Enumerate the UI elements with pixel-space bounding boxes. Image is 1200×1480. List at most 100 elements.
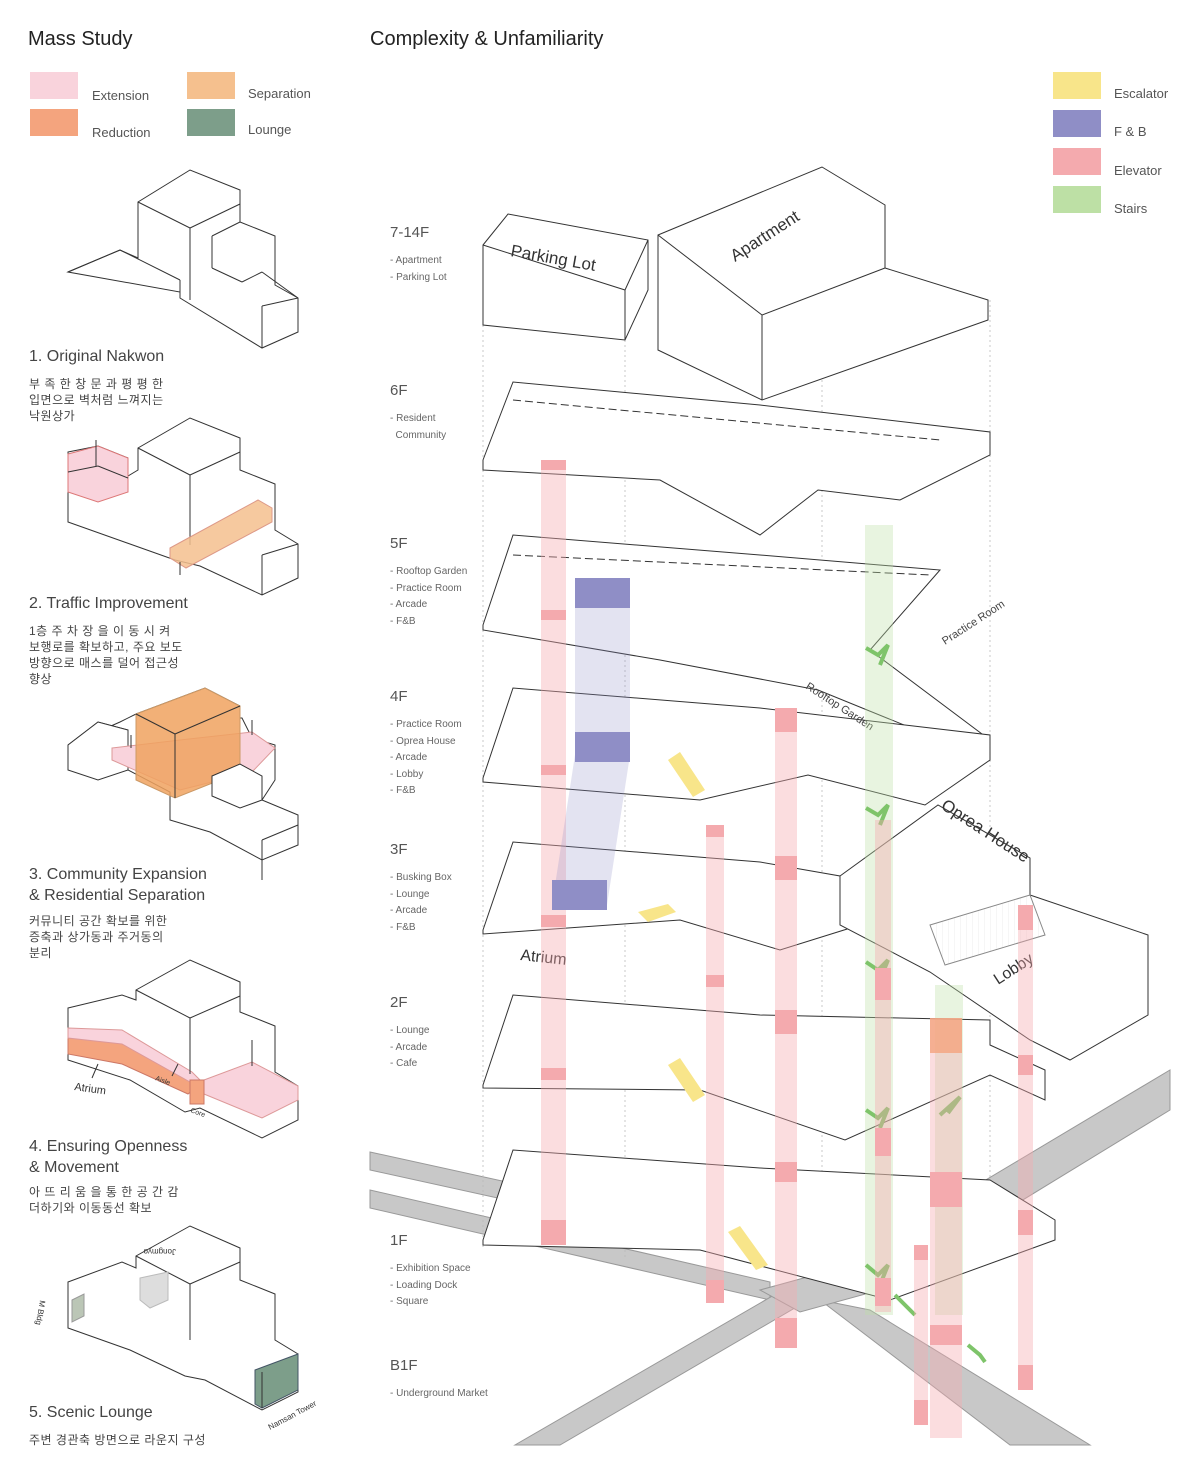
floor-items-7-14f: - Apartment - Parking Lot: [390, 253, 447, 286]
legend-label-fb: F & B: [1114, 124, 1147, 139]
floor-items-5f: - Rooftop Garden - Practice Room - Arcade -…: [390, 564, 467, 630]
step-3-title: 3. Community Expansion & Residential Sep…: [29, 866, 207, 904]
jongmyo-label: Jongmyo: [143, 1247, 176, 1256]
legend-swatch-separation: [187, 72, 235, 99]
floor-item: - Lobby: [390, 768, 424, 780]
elevator-car: [1018, 1365, 1033, 1390]
floor-label-6f: 6F: [390, 382, 408, 399]
step-2-title: 2. Traffic Improvement: [29, 595, 188, 612]
legend-swatch-reduction: [30, 109, 78, 136]
floor-items-3f: - Busking Box- Lounge- Arcade- F&B: [390, 870, 452, 936]
elevator-car: [706, 1280, 724, 1303]
floor-item: - F&B: [390, 615, 416, 627]
floor-item: - Lounge: [390, 1025, 430, 1036]
floor-item: - Practice Room: [390, 719, 462, 730]
mass-diagram-4: [67, 959, 299, 1139]
elevator-car: [1018, 905, 1033, 930]
mass-diagram-5: [67, 1225, 299, 1411]
mass-study-title: Mass Study: [28, 28, 133, 50]
step-3-desc: 커뮤니티 공간 확보를 위한 증축과 상가동과 주거동의 분리: [29, 914, 168, 960]
legend-swatch-extension: [30, 72, 78, 99]
elevator-car: [541, 460, 566, 470]
legend-label-reduction: Reduction: [92, 125, 151, 140]
stairs-icon: [864, 803, 890, 826]
mass-diagrams: Atrium Aisle Core Namsan Tower M Bldg Jo…: [34, 169, 318, 1432]
legend-swatch-elevator: [1053, 148, 1101, 175]
parking-lot-block: [482, 213, 649, 341]
stairs-icon: [893, 1293, 917, 1317]
elevator-car: [930, 1172, 962, 1207]
atrium-label-axo: Atrium: [520, 947, 568, 969]
elevator-car: [775, 1162, 797, 1182]
fb-block: [575, 732, 630, 762]
floor-item: - Oprea House: [390, 735, 456, 747]
stairs-icon: [864, 1263, 890, 1286]
floor-label-7-14f: 7-14F: [390, 224, 430, 241]
fb-shaft: [552, 578, 630, 910]
floor-item: - Rooftop Garden: [390, 566, 468, 577]
floor-items-1f: - Exhibition Space - Loading Dock - Square: [390, 1261, 471, 1311]
floor-item: - Loading Dock: [390, 1279, 458, 1291]
floor-item: - Arcade: [390, 599, 428, 610]
elevator-car: [706, 825, 724, 837]
elevator-car: [775, 1318, 797, 1348]
elevator-car: [930, 1325, 962, 1345]
elevator-car: [541, 765, 566, 775]
step-2-desc: 1층 주 차 장 을 이 동 시 켜 보행로를 확보하고, 주요 보도 방향으로…: [29, 624, 183, 686]
mass-diagram-1: [66, 169, 299, 349]
legend-label-extension: Extension: [92, 88, 150, 103]
floor-label-5f: 5F: [390, 535, 408, 552]
elevator-car: [775, 708, 797, 732]
apartment-block: [657, 166, 989, 401]
elevator-car: [1018, 1055, 1033, 1075]
atrium-label: Atrium: [74, 1081, 107, 1097]
m-bldg-label: M Bldg: [34, 1300, 47, 1326]
floor-item: - Practice Room: [390, 582, 462, 594]
floor-item: - Arcade: [390, 905, 428, 916]
legend-swatch-fb: [1053, 110, 1101, 137]
elevator-car: [706, 975, 724, 987]
floor-label-1f: 1F: [390, 1232, 408, 1249]
elevator-car: [775, 856, 797, 880]
legend-swatch-stairs: [1053, 186, 1101, 213]
legend-label-separation: Separation: [248, 86, 311, 101]
floor-item: - Square: [390, 1296, 429, 1307]
floor-item: - Lounge: [390, 888, 430, 900]
floor-label-3f: 3F: [390, 841, 408, 858]
floor-items-6f: - Resident Community: [390, 411, 446, 444]
elevator-shafts: [541, 460, 1033, 1438]
elevator-car: [541, 1068, 566, 1080]
legend-swatch-escalator: [1053, 72, 1101, 99]
step-5-title: 5. Scenic Lounge: [29, 1404, 153, 1421]
elevator-car: [775, 1010, 797, 1034]
stairs-icon: [864, 643, 890, 666]
elevator-car: [875, 1128, 891, 1156]
floor-items-4f: - Practice Room- Oprea House- Arcade- Lo…: [390, 717, 462, 800]
floor-slabs: [482, 381, 1149, 1301]
floor-item: - Exhibition Space: [390, 1263, 471, 1274]
step-1-title: 1. Original Nakwon: [29, 348, 165, 365]
step-1-desc: 부 족 한 창 문 과 평 평 한 입면으로 벽처럼 느껴지는 낙원상가: [29, 377, 164, 423]
escalator-icon: [668, 1058, 705, 1102]
legend-label-escalator: Escalator: [1114, 86, 1169, 101]
elevator-car: [1018, 1210, 1033, 1235]
core-label: Core: [189, 1107, 206, 1119]
elevator-car: [541, 915, 566, 927]
floor-item: - Underground Market: [390, 1388, 488, 1399]
elevator-car: [541, 1220, 566, 1245]
floor-item: - Parking Lot: [390, 271, 447, 283]
step-4-title: 4. Ensuring Openness & Movement: [29, 1138, 188, 1176]
floor-item: - Resident: [390, 413, 436, 424]
legend-label-stairs: Stairs: [1114, 201, 1148, 216]
aisle-label: Aisle: [154, 1075, 171, 1087]
step-4-desc: 아 뜨 리 움 을 통 한 공 간 감 더하기와 이동동선 확보: [29, 1185, 179, 1215]
elevator-car: [914, 1400, 928, 1425]
elevator-car: [875, 968, 891, 1000]
floor-item: - Apartment: [390, 255, 442, 266]
escalator-icon: [668, 752, 705, 797]
fb-block: [575, 578, 630, 608]
floor-label-2f: 2F: [390, 994, 408, 1011]
floor-item: - F&B: [390, 785, 416, 796]
legend-swatch-lounge: [187, 109, 235, 136]
elevator-car: [930, 1018, 962, 1053]
